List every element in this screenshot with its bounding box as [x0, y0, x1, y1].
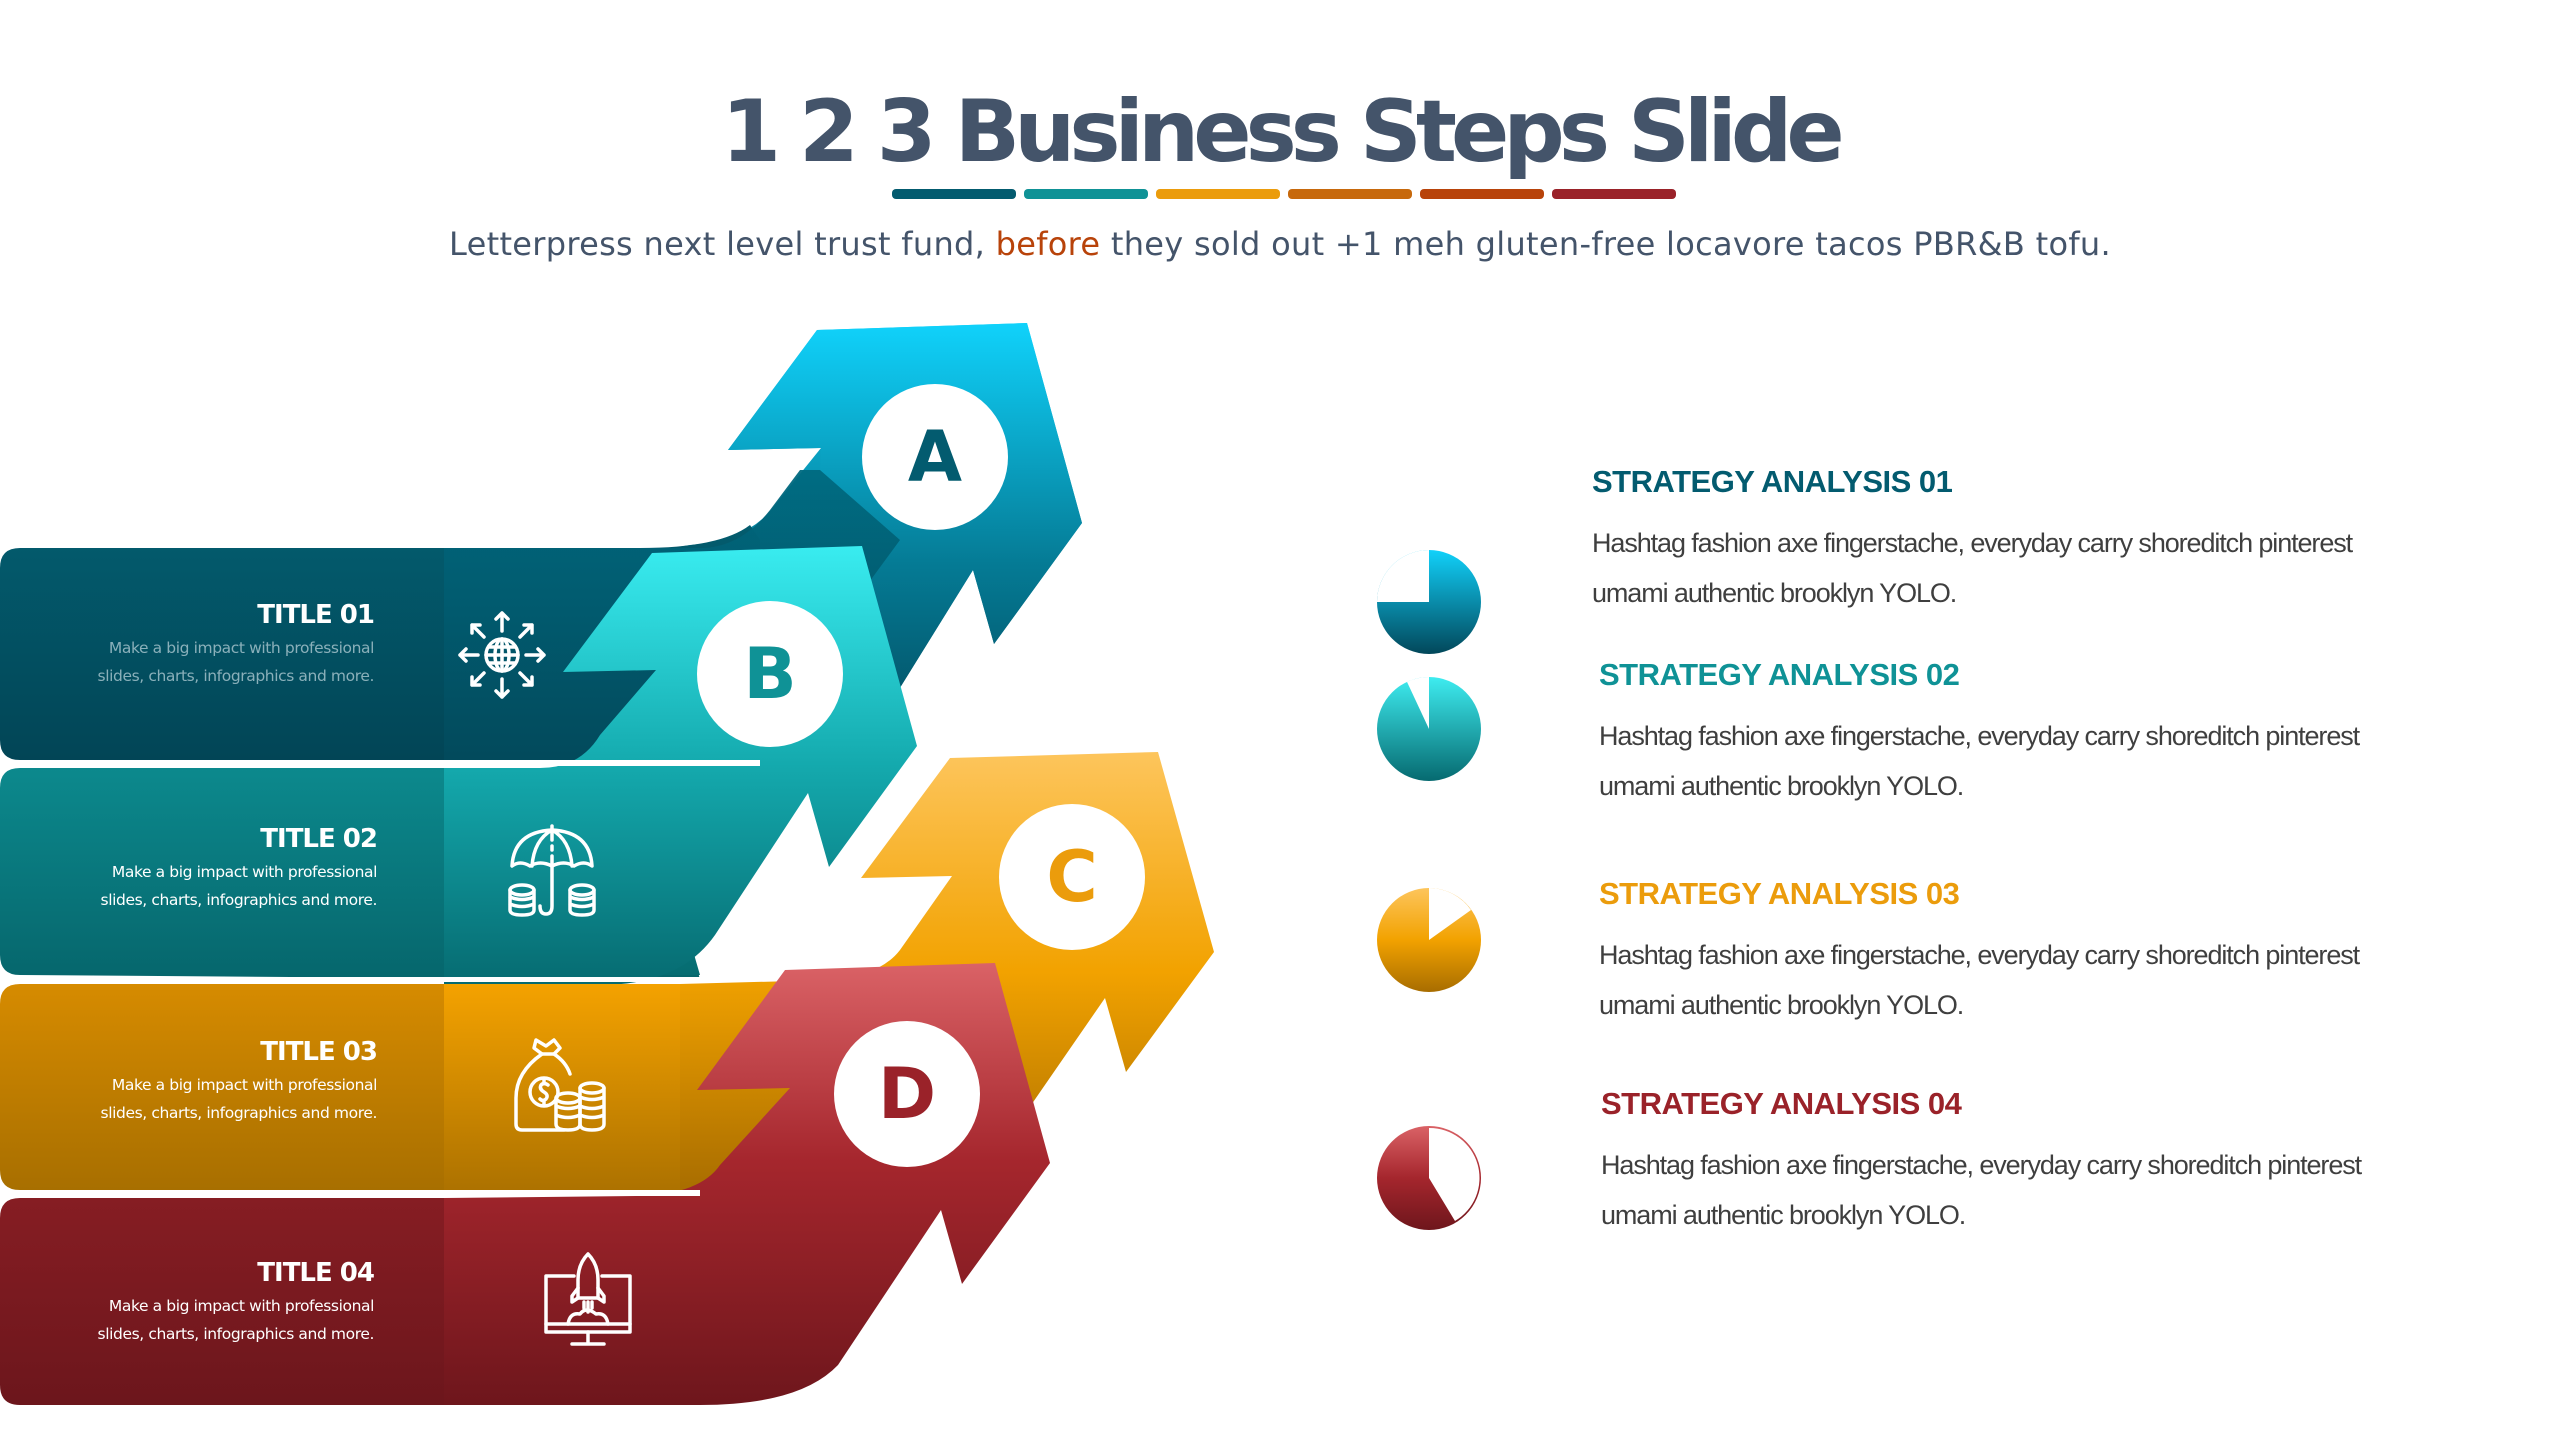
- strategy-3-heading: STRATEGY ANALYSIS 03: [1599, 876, 1960, 911]
- strategy-1-body: Hashtag fashion axe fingerstache, everyd…: [1592, 518, 2452, 618]
- band-gap-2: [0, 977, 720, 982]
- slide-subtitle: Letterpress next level trust fund, befor…: [0, 221, 2560, 267]
- step-4-title: TITLE 04: [257, 1258, 375, 1288]
- step-3-desc-line1: Make a big impact with professional: [111, 1076, 377, 1094]
- step-b-badge: B: [697, 601, 843, 747]
- strategy-4-body: Hashtag fashion axe fingerstache, everyd…: [1601, 1140, 2461, 1240]
- step-4-text: TITLE 04 Make a big impact with professi…: [34, 1258, 375, 1348]
- umbrella-coins-icon: [508, 824, 596, 917]
- strategy-2-body-line1: Hashtag fashion axe fingerstache, everyd…: [1599, 721, 2360, 751]
- pie-chart-icon: [1377, 1126, 1481, 1230]
- step-3-desc-line2: slides, charts, infographics and more.: [100, 1104, 378, 1122]
- step-1-title: TITLE 01: [257, 600, 375, 630]
- step-3-title: TITLE 03: [260, 1037, 378, 1067]
- strategy-2-heading: STRATEGY ANALYSIS 02: [1599, 657, 1960, 692]
- pie-chart-icon: [1377, 550, 1481, 654]
- step-b-letter: B: [743, 633, 797, 715]
- strategy-4-heading: STRATEGY ANALYSIS 04: [1601, 1086, 1962, 1121]
- color-bar-5: [1420, 189, 1544, 199]
- step-1-text: TITLE 01 Make a big impact with professi…: [34, 600, 375, 690]
- subtitle-text-start: Letterpress next level trust fund,: [449, 225, 996, 263]
- money-bag-icon: [514, 1038, 606, 1132]
- rocket-monitor-icon: [544, 1252, 632, 1346]
- strategy-3-body-line2: umami authentic brooklyn YOLO.: [1599, 990, 1964, 1020]
- step-4-desc-line1: Make a big impact with professional: [108, 1297, 374, 1315]
- pie-chart-icon: [1377, 888, 1481, 992]
- step-c-letter: C: [1046, 836, 1098, 918]
- strategy-4-body-line1: Hashtag fashion axe fingerstache, everyd…: [1601, 1150, 2362, 1180]
- step-2-text: TITLE 02 Make a big impact with professi…: [37, 824, 378, 914]
- subtitle-highlight: before: [995, 225, 1101, 263]
- strategy-item-1: STRATEGY ANALYSIS 01 Hashtag fashion axe…: [1377, 440, 2480, 654]
- strategy-3-body-line1: Hashtag fashion axe fingerstache, everyd…: [1599, 940, 2360, 970]
- pie-chart-icon: [1377, 677, 1481, 781]
- strategy-1-body-line2: umami authentic brooklyn YOLO.: [1592, 578, 1957, 608]
- color-bar-4: [1288, 189, 1412, 199]
- step-2-title: TITLE 02: [260, 824, 378, 854]
- step-2-desc-line2: slides, charts, infographics and more.: [100, 891, 378, 909]
- slide-title: 1 2 3 Business Steps Slide: [721, 82, 1845, 182]
- step-1-desc-line1: Make a big impact with professional: [108, 639, 374, 657]
- strategy-item-3: STRATEGY ANALYSIS 03 Hashtag fashion axe…: [1377, 874, 2480, 1054]
- step-d-letter: D: [877, 1053, 937, 1135]
- strategy-item-2: STRATEGY ANALYSIS 02 Hashtag fashion axe…: [1377, 655, 2480, 835]
- strategy-item-4: STRATEGY ANALYSIS 04 Hashtag fashion axe…: [1377, 1084, 2480, 1264]
- step-a-badge: A: [862, 384, 1008, 530]
- color-bar-2: [1024, 189, 1148, 199]
- strategy-2-body-line2: umami authentic brooklyn YOLO.: [1599, 771, 1964, 801]
- color-bar-strip: [892, 189, 1676, 199]
- color-bar-6: [1552, 189, 1676, 199]
- step-3-text: TITLE 03 Make a big impact with professi…: [37, 1037, 378, 1127]
- strategy-1-heading: STRATEGY ANALYSIS 01: [1592, 464, 1953, 499]
- step-c-badge: C: [999, 804, 1145, 950]
- globe-arrows-icon: [458, 611, 546, 699]
- strategy-1-body-line1: Hashtag fashion axe fingerstache, everyd…: [1592, 528, 2353, 558]
- subtitle-text-end: they sold out +1 meh gluten-free locavor…: [1100, 225, 2111, 263]
- strategy-4-body-line2: umami authentic brooklyn YOLO.: [1601, 1200, 1966, 1230]
- color-bar-3: [1156, 189, 1280, 199]
- color-bar-1: [892, 189, 1016, 199]
- step-1-desc-line2: slides, charts, infographics and more.: [97, 667, 375, 685]
- strategy-2-body: Hashtag fashion axe fingerstache, everyd…: [1599, 711, 2459, 811]
- band-gap-3: [0, 1190, 700, 1196]
- step-a-letter: A: [907, 416, 963, 498]
- step-4-desc-line2: slides, charts, infographics and more.: [97, 1325, 375, 1343]
- step-d-badge: D: [834, 1021, 980, 1167]
- step-2-desc-line1: Make a big impact with professional: [111, 863, 377, 881]
- band-gap-1: [0, 760, 760, 766]
- strategy-3-body: Hashtag fashion axe fingerstache, everyd…: [1599, 930, 2459, 1030]
